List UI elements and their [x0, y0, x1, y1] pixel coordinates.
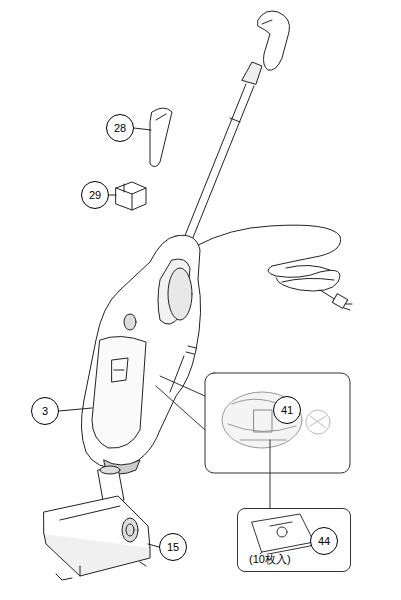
quantity-note: (10枚入)	[248, 554, 292, 565]
callout-circle: 28	[106, 114, 134, 142]
callout-number: 29	[89, 190, 101, 201]
callout-circle: 44	[310, 527, 338, 555]
callout-circle: 3	[31, 397, 59, 425]
callout-number: 44	[318, 536, 330, 547]
callout-circle: 41	[273, 396, 301, 424]
callout-circle: 15	[159, 533, 187, 561]
callout-number: 41	[281, 405, 293, 416]
callout-number: 15	[167, 542, 179, 553]
callout-number: 28	[114, 123, 126, 134]
callout-number: 3	[42, 406, 48, 417]
inset-box: (10枚入) 44	[237, 508, 351, 572]
callout-circle: 29	[81, 181, 109, 209]
